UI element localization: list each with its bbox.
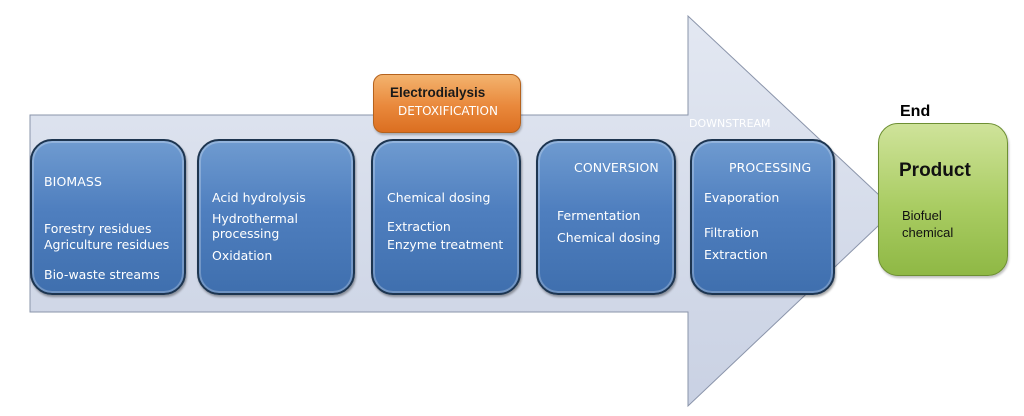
downstream-label: DOWNSTREAM [689,117,771,130]
stage-item: Forestry residues [44,221,152,236]
stage-item: Oxidation [212,248,273,263]
stage-pretreatment: Acid hydrolysis Hydrothermal processing … [197,139,355,295]
product-box: Product Biofuel chemical [878,123,1008,276]
stage-item: Bio-waste streams [44,267,160,282]
stage-item: Extraction [704,247,768,262]
stage-item: Chemical dosing [557,230,661,245]
stage-item: Agriculture residues [44,237,170,252]
stage-item: Evaporation [704,190,780,205]
stage-item: Acid hydrolysis [212,190,306,205]
stage-item: processing [212,226,280,241]
stage-conversion: CONVERSION Fermentation Chemical dosing [536,139,676,295]
detoxification-box: Electrodialysis DETOXIFICATION [373,74,521,133]
detox-label: DETOXIFICATION [398,104,498,118]
end-label: End [900,103,931,120]
stage-item: Filtration [704,225,759,240]
product-title: Product [899,160,971,181]
stage-item: Fermentation [557,208,641,223]
product-item: Biofuel [902,208,942,223]
product-item: chemical [902,225,954,240]
detox-method-label: Electrodialysis [390,85,486,100]
stage-detoxification: Chemical dosing Extraction Enzyme treatm… [371,139,521,295]
stage-item: Enzyme treatment [387,237,504,252]
stage-item: Chemical dosing [387,190,491,205]
stage-item: Hydrothermal [212,211,298,226]
stage-processing: PROCESSING Evaporation Filtration Extrac… [690,139,835,295]
stage-biomass: BIOMASS Forestry residues Agriculture re… [30,139,186,295]
stage-title: PROCESSING [729,160,812,175]
stage-title: CONVERSION [574,160,659,175]
stage-item: Extraction [387,219,451,234]
stage-title: BIOMASS [44,174,103,189]
